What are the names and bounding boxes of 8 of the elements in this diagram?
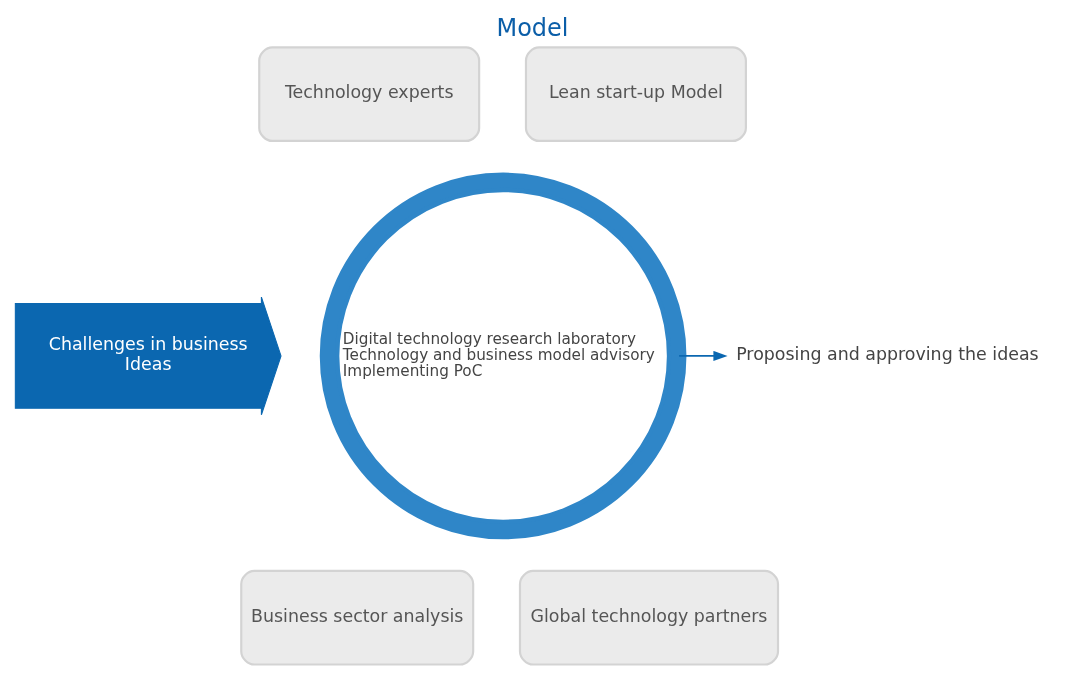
node-circle: Digital technology research laboratory Technology and business model advisory Implementing PoC [319,172,687,540]
node-box: Technology experts [258,46,481,143]
diagram-title: Model [496,13,569,42]
arrow [678,350,728,361]
node-box: Lean start-up Model [524,46,747,143]
node-text: Proposing and approving the ideas [736,344,1039,365]
node-box: Global technology partners [518,569,780,666]
node-box: Business sector analysis [240,569,475,666]
